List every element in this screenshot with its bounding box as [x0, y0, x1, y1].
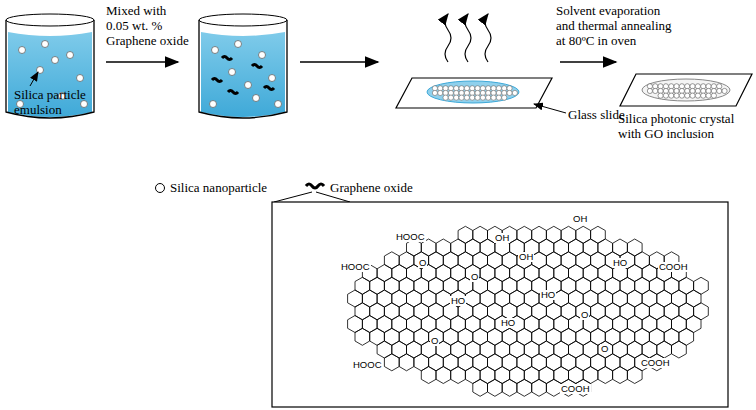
- chemical-group: HO: [612, 258, 628, 268]
- chemical-group: O: [580, 310, 589, 320]
- legend-flake: [306, 184, 324, 188]
- process-note: Mixed with 0.05 wt. % Graphene oxide: [106, 4, 192, 49]
- inset-frame: [272, 202, 728, 407]
- process-arrow: [560, 61, 616, 63]
- droplet: [427, 81, 519, 103]
- chemical-group: OH: [518, 252, 534, 262]
- process-note: Silica photonic crystal with GO inclusio…: [618, 112, 746, 142]
- graphene-lattice: [348, 226, 709, 396]
- chemical-group: O: [418, 258, 427, 268]
- beaker: [6, 14, 94, 118]
- process-note: Solvent evaporation and thermal annealin…: [556, 4, 682, 49]
- chemical-group: HO: [540, 290, 556, 300]
- chemical-group: COOH: [560, 384, 591, 394]
- chemical-group: HOOC: [352, 360, 383, 370]
- process-arrow: [106, 61, 178, 63]
- process-note: Silica particle emulsion: [14, 88, 94, 118]
- process-arrow: [300, 61, 378, 63]
- silica-particles: [210, 41, 282, 108]
- silica-particles: [647, 84, 727, 99]
- chemical-group: COOH: [658, 262, 689, 272]
- heat-waves: [445, 14, 491, 62]
- chemical-group: OH: [572, 214, 588, 224]
- chemical-group: HO: [500, 318, 516, 328]
- silica-particles: [432, 86, 517, 101]
- chemical-group: COOH: [640, 358, 671, 368]
- photonic-crystal: [642, 79, 730, 101]
- zoom-line: [274, 192, 312, 202]
- beaker: [199, 14, 287, 118]
- process-note: Glass slide: [568, 108, 625, 123]
- graphene-oxide-flakes: [212, 57, 274, 94]
- chemical-group: O: [430, 336, 439, 346]
- chemical-group: HOOC: [395, 232, 426, 242]
- chemical-group: OH: [494, 233, 510, 243]
- legend-text: Silica nanoparticle: [170, 181, 267, 196]
- glass-slide: [620, 74, 752, 106]
- leader-line: [30, 72, 38, 86]
- chemical-group: HOOC: [340, 262, 371, 272]
- legend-circle: [156, 184, 165, 193]
- chemical-group: O: [600, 344, 609, 354]
- glass-slide: [396, 78, 552, 108]
- legend-text: Graphene oxide: [330, 181, 413, 196]
- chemical-group: HO: [450, 296, 466, 306]
- chemical-group: O: [470, 272, 479, 282]
- leader-line: [534, 104, 566, 113]
